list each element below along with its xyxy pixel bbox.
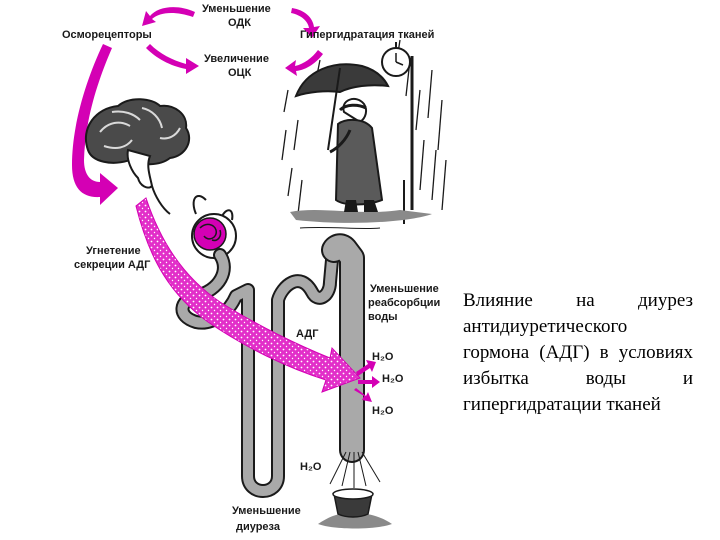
label-reabsorption-3: воды [368, 311, 398, 323]
urine-pot-icon [318, 489, 392, 529]
label-decrease-odk-2: ОДК [228, 17, 251, 29]
label-decrease-odk-1: Уменьшение [202, 3, 271, 15]
label-diuresis-2: диуреза [236, 521, 281, 533]
person-with-umbrella-icon [296, 64, 388, 212]
label-adh: АДГ [296, 328, 319, 340]
label-h2o-1: H₂O [372, 351, 394, 363]
label-osmoreceptors: Осморецепторы [62, 29, 152, 41]
label-hyperhydration: Гипергидратация тканей [300, 29, 434, 41]
label-increase-ock-2: ОЦК [228, 67, 252, 79]
label-h2o-4: H₂O [300, 461, 322, 473]
label-reabsorption-2: реабсорбции [368, 297, 440, 309]
label-inhibition-2: секреции АДГ [74, 259, 151, 271]
label-inhibition-1: Угнетение [86, 245, 141, 257]
label-h2o-3: H₂O [372, 405, 394, 417]
figure-caption: Влияние на диурез антидиуретического гор… [463, 288, 693, 418]
cycle-arrow-top-left [142, 7, 195, 26]
label-diuresis-1: Уменьшение [232, 505, 301, 517]
label-h2o-2: H₂O [382, 373, 404, 385]
clock-icon [382, 42, 410, 76]
glomerulus-icon [192, 196, 236, 258]
label-reabsorption-1: Уменьшение [370, 283, 439, 295]
cycle-arrow-left [146, 44, 199, 74]
label-increase-ock-1: Увеличение [204, 53, 269, 65]
